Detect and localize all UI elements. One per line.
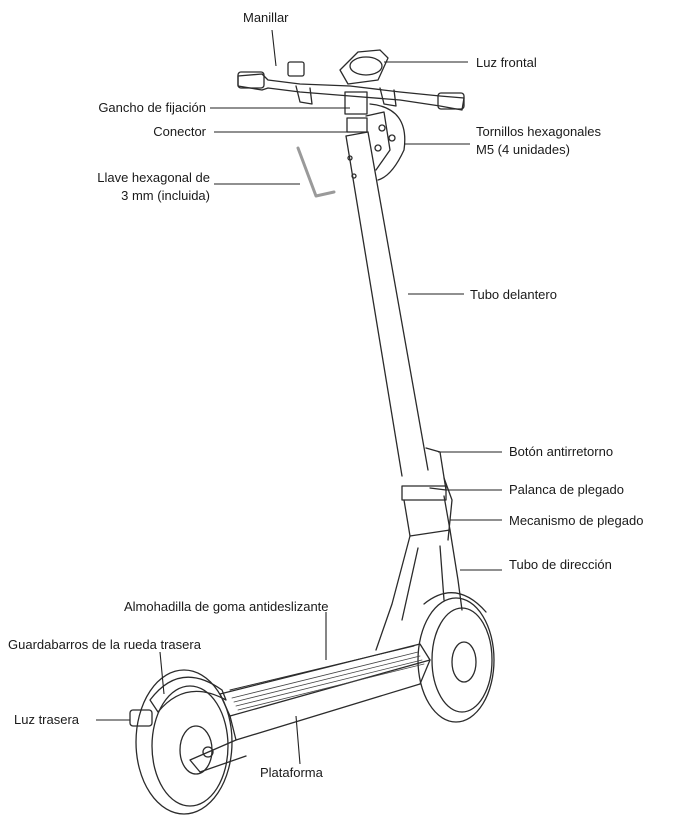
leader-manillar xyxy=(271,29,277,67)
label-almohadilla: Almohadilla de goma antideslizante xyxy=(124,599,329,614)
leader-guardabarros xyxy=(159,651,165,695)
label-luz-trasera: Luz trasera xyxy=(14,712,80,727)
label-llave-line1: Llave hexagonal de xyxy=(97,170,210,185)
rear-mudguard-drawing xyxy=(149,676,227,713)
rear-light-drawing xyxy=(129,709,153,727)
label-tornillos-line2: M5 (4 unidades) xyxy=(476,142,570,157)
label-luz-frontal: Luz frontal xyxy=(476,55,537,70)
label-mecanismo-plegado: Mecanismo de plegado xyxy=(509,513,644,528)
label-conector: Conector xyxy=(153,124,206,139)
leader-lines xyxy=(96,29,502,765)
front-light-drawing xyxy=(339,49,389,85)
label-palanca-plegado: Palanca de plegado xyxy=(509,482,624,497)
hex-key-drawing xyxy=(296,146,336,198)
label-tornillos-line1: Tornillos hexagonales xyxy=(476,124,602,139)
rear-wheel-drawing xyxy=(135,669,233,815)
label-plataforma: Plataforma xyxy=(260,765,323,780)
label-llave-line2: 3 mm (incluida) xyxy=(121,188,210,203)
label-guardabarros: Guardabarros de la rueda trasera xyxy=(8,637,201,652)
steering-tube-drawing xyxy=(375,529,463,651)
grip-pad-hatch xyxy=(231,651,425,711)
folding-mechanism-drawing xyxy=(401,447,453,541)
label-tubo-direccion: Tubo de dirección xyxy=(509,557,612,572)
stem-head-drawing xyxy=(344,91,406,181)
leader-plataforma xyxy=(295,715,301,765)
label-boton-antirretorno: Botón antirretorno xyxy=(509,444,614,459)
label-gancho-fijacion: Gancho de fijación xyxy=(98,100,206,115)
label-manillar: Manillar xyxy=(243,10,289,25)
label-tubo-delantero: Tubo delantero xyxy=(470,287,557,302)
handlebar-drawing xyxy=(237,61,465,111)
front-tube-drawing xyxy=(345,131,429,477)
front-wheel-drawing xyxy=(417,592,495,723)
